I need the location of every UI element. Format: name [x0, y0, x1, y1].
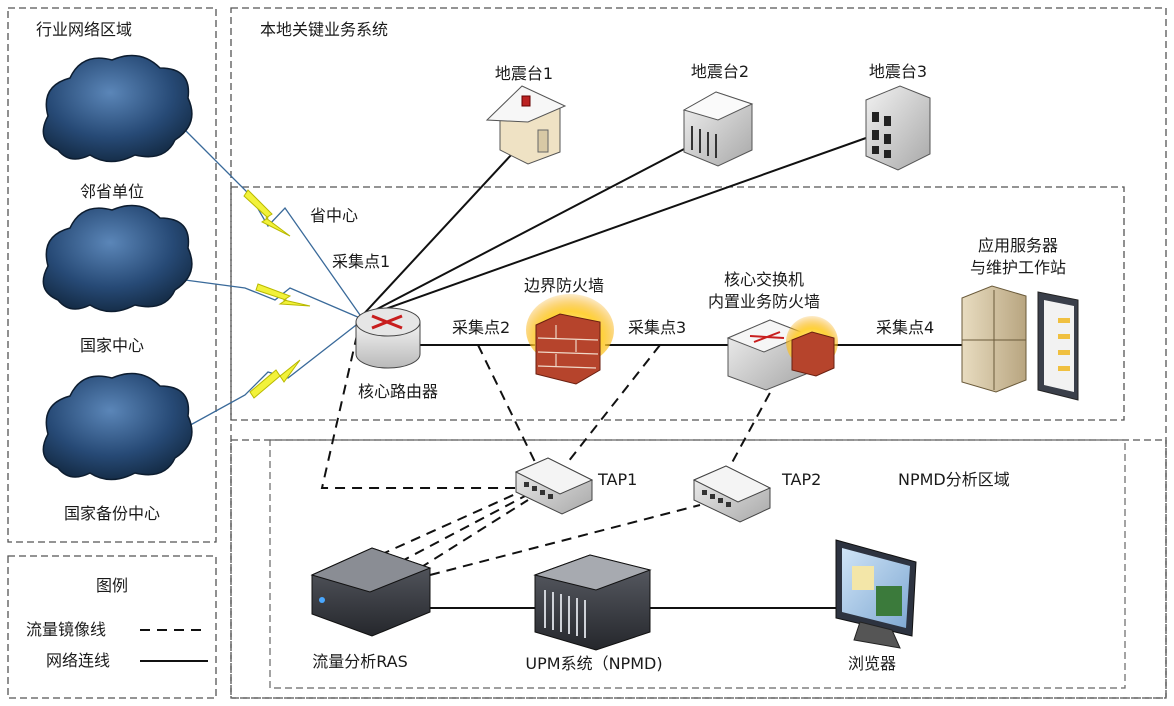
cloud-icon	[42, 54, 193, 163]
tap1-label: TAP1	[598, 470, 638, 489]
collection-point-label: 采集点1	[332, 252, 391, 271]
legend-mirror-label: 流量镜像线	[26, 620, 107, 639]
firewall-icon	[526, 294, 614, 385]
cloud-label: 国家备份中心	[63, 504, 161, 523]
legend-title: 图例	[95, 576, 129, 595]
core-switch-icon	[726, 316, 838, 391]
cloud-label: 国家中心	[79, 336, 145, 355]
station-label: 地震台2	[690, 62, 750, 81]
server-icon	[961, 285, 1027, 393]
lightning-bolts	[243, 189, 311, 399]
station-label: 地震台3	[868, 62, 928, 81]
province-region-label: 省中心	[310, 206, 359, 225]
npmd-region-box	[230, 439, 1167, 699]
browser-label: 浏览器	[847, 654, 897, 673]
tap2-device-icon	[692, 465, 772, 523]
collection-point-label: 采集点4	[876, 318, 935, 337]
app-server-label: 与维护工作站	[969, 258, 1067, 277]
router-label: 核心路由器	[357, 382, 439, 401]
province-region-box	[230, 186, 1125, 421]
station-label: 地震台1	[494, 64, 554, 83]
router-icon	[355, 307, 421, 369]
collection-point-label: 采集点2	[452, 318, 511, 337]
core-switch-label: 内置业务防火墙	[707, 292, 821, 311]
collection-point-label: 采集点3	[628, 318, 687, 337]
npmd-inner-box	[269, 439, 1126, 689]
tap2-label: TAP2	[782, 470, 822, 489]
tap1-device-icon	[514, 457, 594, 515]
upm-label: UPM系统（NPMD)	[525, 654, 663, 673]
upm-chassis-icon	[533, 554, 652, 651]
cloud-icon	[42, 372, 193, 481]
core-switch-label: 核心交换机	[723, 270, 805, 289]
bank-building-icon	[682, 91, 754, 167]
ras-label: 流量分析RAS	[312, 652, 408, 671]
mirror-lines	[320, 334, 779, 576]
network-lines	[359, 137, 965, 609]
industry-region-box	[7, 7, 217, 543]
npmd-region-label: NPMD分析区域	[898, 470, 1010, 489]
industry-region-label: 行业网络区域	[36, 20, 133, 39]
border-firewall-label: 边界防火墙	[523, 276, 605, 295]
wan-links	[184, 129, 361, 429]
legend-box	[7, 555, 217, 699]
cloud-icon	[42, 204, 193, 313]
app-server-label: 应用服务器	[977, 236, 1059, 255]
local-region-label: 本地关键业务系统	[260, 20, 389, 39]
cloud-label: 邻省单位	[79, 182, 145, 201]
office-building-icon	[865, 85, 931, 171]
legend-network-label: 网络连线	[46, 651, 111, 670]
ras-appliance-icon	[310, 547, 432, 637]
browser-monitor-icon	[835, 539, 917, 649]
house-icon	[485, 85, 567, 165]
workstation-monitor-icon	[1037, 291, 1079, 401]
